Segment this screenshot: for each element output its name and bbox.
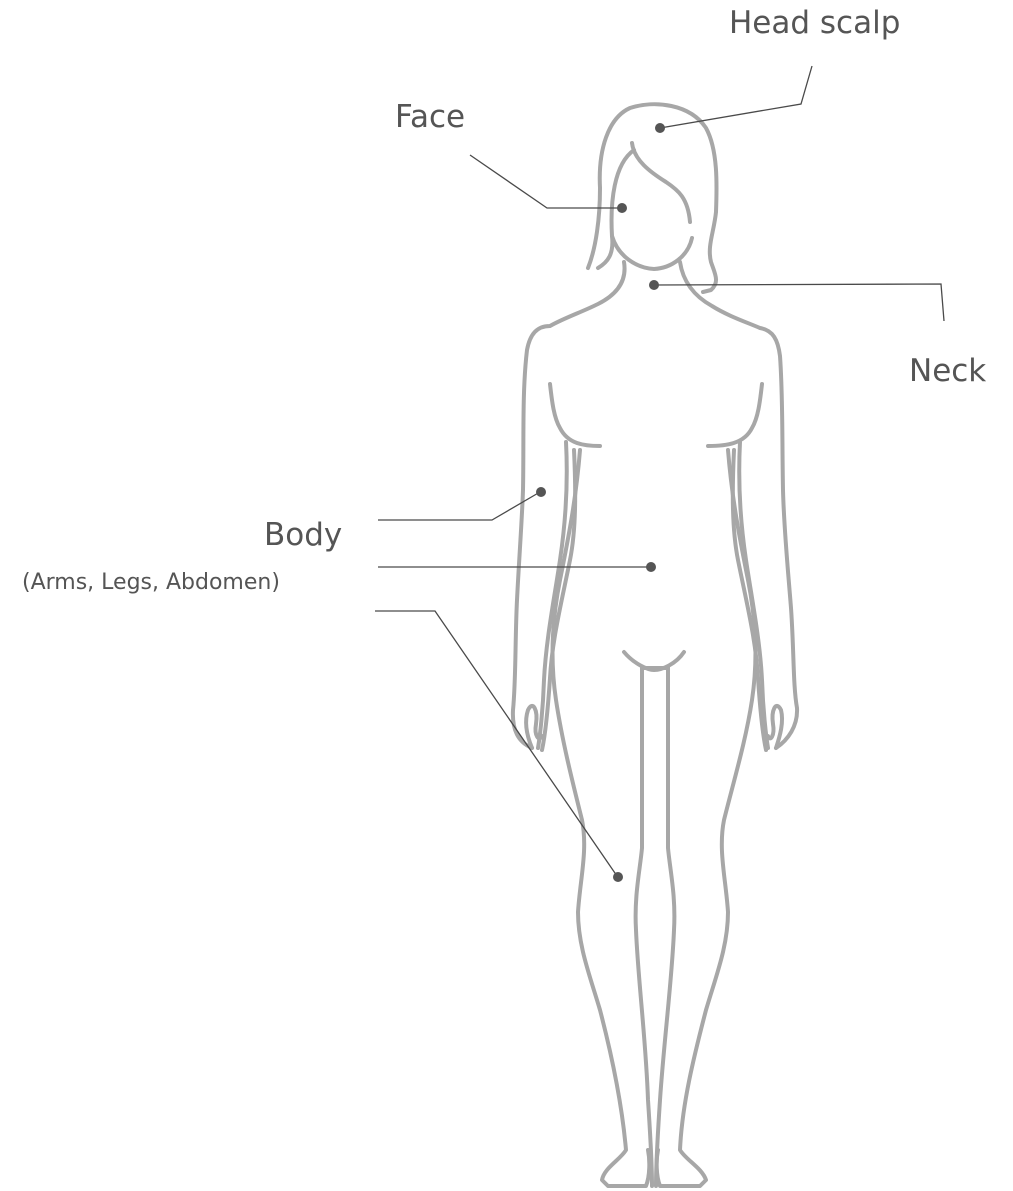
body-leader-arms <box>378 492 540 520</box>
face-label: Face <box>395 102 465 133</box>
body-detail-label: (Arms, Legs, Abdomen) <box>22 572 280 594</box>
face-marker[interactable] <box>617 203 627 213</box>
right-torso-leg-outer <box>657 450 756 1186</box>
female-figure-outline <box>513 104 797 1186</box>
neck-marker[interactable] <box>649 280 659 290</box>
hair-parting <box>632 143 690 222</box>
head-scalp-label: Head scalp <box>729 8 900 39</box>
abdomen-marker[interactable] <box>646 562 656 572</box>
leg-marker[interactable] <box>613 872 623 882</box>
body-leader-legs <box>375 611 617 876</box>
hair-outline <box>588 104 717 292</box>
right-hand <box>768 706 782 748</box>
marker-dots <box>536 123 665 882</box>
right-inner-leg <box>656 668 674 1186</box>
right-breast <box>708 384 762 446</box>
leader-lines <box>375 66 944 876</box>
left-torso-leg-outer <box>553 450 650 1186</box>
arm-marker[interactable] <box>536 487 546 497</box>
head-scalp-leader <box>660 66 812 128</box>
head-scalp-marker[interactable] <box>655 123 665 133</box>
neck-label: Neck <box>909 356 986 387</box>
hair-inner-left <box>598 150 634 268</box>
body-label: Body <box>264 520 342 551</box>
left-breast <box>550 384 600 446</box>
neck-leader <box>654 284 944 321</box>
neck-left-shoulder <box>513 262 625 748</box>
left-inner-leg <box>636 668 652 1186</box>
